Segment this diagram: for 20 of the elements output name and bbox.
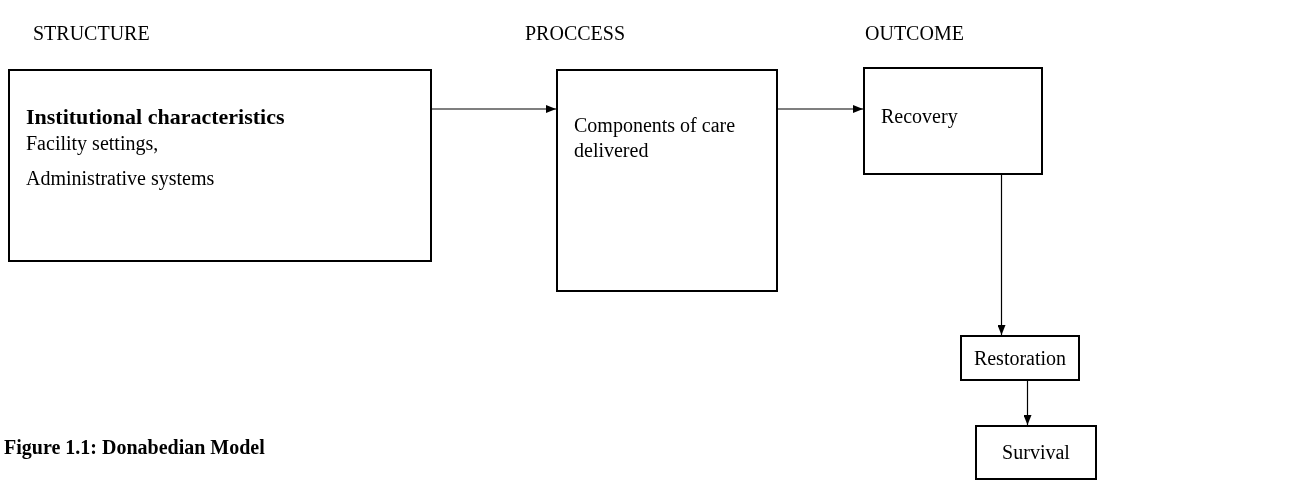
process-box xyxy=(960,335,1080,381)
box-text: Facility settings, xyxy=(26,130,160,156)
box-text: Components of care delivered xyxy=(574,113,737,163)
arrow xyxy=(997,174,1006,336)
box-text: Recovery xyxy=(881,104,959,129)
arrow xyxy=(431,105,557,113)
box-text: Administrative systems xyxy=(26,165,216,191)
figure-caption: Figure 1.1: Donabedian Model xyxy=(4,435,265,461)
column-heading: PROCCESS xyxy=(525,21,626,46)
box-text: Survival xyxy=(1002,440,1070,465)
process-box xyxy=(975,425,1097,480)
box-heading: Institutional characteristics xyxy=(26,103,286,131)
column-heading: STRUCTURE xyxy=(33,21,150,46)
process-box xyxy=(556,69,778,292)
arrow xyxy=(777,105,864,113)
arrow xyxy=(1023,380,1032,426)
process-box xyxy=(8,69,432,262)
process-box xyxy=(863,67,1043,175)
box-text: Restoration xyxy=(973,345,1067,371)
column-heading: OUTCOME xyxy=(865,21,964,46)
